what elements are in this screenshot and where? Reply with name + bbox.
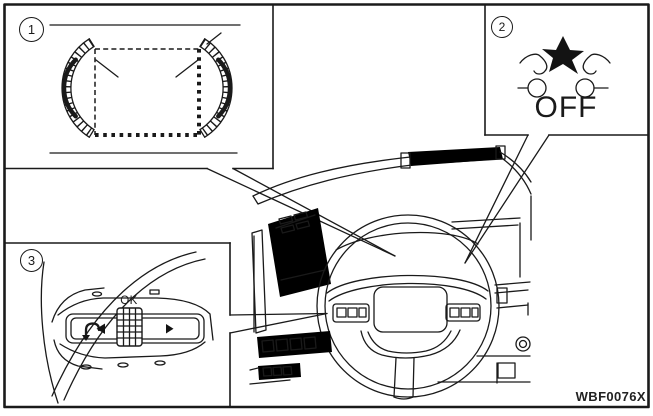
left-spoke-switches [332, 303, 370, 323]
back-arrow-icon [82, 322, 101, 341]
instrument-cluster-art [49, 24, 241, 154]
steering-switch-art [40, 251, 214, 404]
callout-box-2-frame [464, 4, 649, 264]
callout-3-number: 3 [20, 249, 43, 272]
callout-box-3-frame [4, 242, 328, 407]
collision-warning-icon [517, 36, 611, 98]
small-switch-blank [497, 362, 516, 379]
scroll-wheel [116, 307, 143, 347]
defroster-vent [400, 145, 506, 169]
right-spoke-switches [445, 303, 481, 322]
cluster-binnacle [251, 208, 331, 334]
gauge-left-icon [61, 38, 119, 138]
display-area-outline [94, 48, 201, 137]
vehicle-right-icon [575, 53, 611, 98]
star-burst-icon [542, 36, 584, 74]
leader-line-1 [206, 167, 396, 257]
vehicle-left-icon [517, 53, 548, 98]
figure-code: WBF0076X [575, 389, 646, 404]
gauge-needle [175, 59, 199, 78]
gauge-right-icon [175, 32, 233, 138]
warning-off-text: OFF [534, 91, 598, 124]
lower-left-switch-panel [249, 331, 332, 385]
page-border [3, 3, 650, 409]
wheel-center-opening [373, 286, 448, 333]
ok-button-label: OK [120, 295, 138, 307]
callout-1-number: 1 [19, 17, 44, 42]
airbag-pad [360, 329, 461, 359]
gauge-needle [95, 59, 119, 78]
steering-wheel [316, 214, 500, 400]
steering-column [393, 357, 397, 398]
leader-line-3 [229, 312, 328, 316]
dashboard-illustration [249, 145, 532, 400]
leader-line-2 [464, 134, 529, 264]
callout-2-number: 2 [491, 16, 513, 38]
right-dash-details [437, 222, 531, 384]
left-triangle-icon [96, 323, 105, 334]
knob-ring [515, 336, 531, 352]
right-triangle-icon [166, 324, 174, 334]
